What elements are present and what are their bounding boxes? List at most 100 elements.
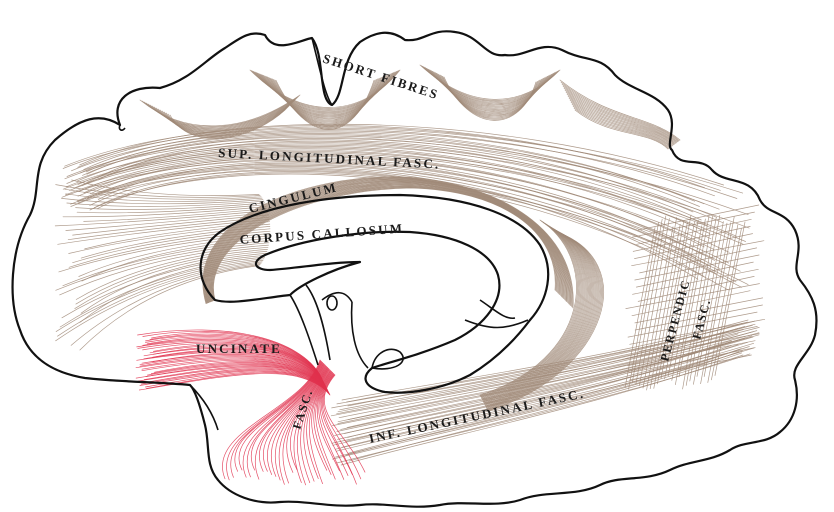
- posterior-fibre: [480, 221, 582, 398]
- perpendicular-fibre: [624, 227, 656, 389]
- frontal-fibre: [54, 210, 268, 227]
- frontal-fibre: [75, 202, 266, 210]
- uncinate-fibre: [266, 364, 326, 475]
- uncinate-fibre: [311, 370, 332, 471]
- frontal-fibre: [76, 204, 266, 214]
- fornix-line: [321, 291, 353, 303]
- perpendicular-fibre: [636, 218, 752, 245]
- sup-longitudinal-fibre: [89, 173, 729, 291]
- inf-longitudinal-fibre: [337, 326, 746, 413]
- uncinate-fibre: [303, 369, 330, 482]
- frontal-fibre: [55, 260, 264, 332]
- frontal-fibre: [75, 249, 268, 305]
- uncinate-fibre: [319, 372, 349, 476]
- uncinate-fibre: [317, 371, 340, 472]
- uncinate-fibre: [274, 365, 327, 481]
- sup-longitudinal-fibre: [77, 158, 696, 259]
- inf-longitudinal-fibre: [337, 340, 732, 440]
- inf-longitudinal-fibre: [331, 342, 755, 444]
- inf-longitudinal-fibre: [341, 345, 732, 448]
- perpendicular-fibre: [639, 218, 670, 386]
- sup-longitudinal-fibre: [61, 159, 716, 261]
- frontal-fibre: [61, 254, 266, 319]
- cingulum-fibre: [207, 181, 566, 303]
- uncinate-fibre: [242, 361, 323, 478]
- inf-longitudinal-fibre: [331, 323, 756, 409]
- frontal-fibre: [55, 262, 262, 342]
- frontal-fibre: [65, 193, 263, 202]
- perpendicular-fibre: [632, 226, 751, 252]
- short-fibre: [562, 85, 678, 143]
- perpendicular-fibre: [637, 204, 760, 231]
- uncinate-fibre: [254, 363, 324, 480]
- short-fibre: [563, 87, 678, 143]
- sup-longitudinal-fibre: [83, 154, 715, 250]
- perpendicular-fibre: [714, 221, 746, 376]
- temporal-fold: [189, 384, 219, 431]
- frontal-fibre: [83, 208, 268, 222]
- sup-longitudinal-fibre: [66, 144, 750, 229]
- sup-longitudinal-fibre: [73, 149, 712, 240]
- perpendicular-fibre: [657, 221, 688, 385]
- inf-longitudinal-fibre: [330, 328, 739, 417]
- uncinate-fibre: [286, 366, 328, 473]
- sup-longitudinal-fibre: [81, 147, 711, 234]
- sup-longitudinal-fibre: [65, 157, 704, 256]
- corpus-callosum-outline: [199, 193, 550, 394]
- inf-longitudinal-fibre: [348, 348, 742, 454]
- posterior-fibre: [486, 229, 600, 409]
- perpendicular-fibre: [634, 304, 763, 331]
- posterior-fibre: [481, 222, 584, 400]
- sulcus-line: [311, 37, 333, 106]
- short-fibre: [573, 107, 670, 149]
- short-fibre: [560, 81, 680, 141]
- uncinate-fibre: [297, 368, 329, 486]
- association-fibres: [54, 64, 766, 466]
- posterior-fibre: [481, 223, 585, 400]
- uncinate-fibre: [306, 369, 331, 479]
- sup-longitudinal-fibre: [89, 168, 699, 280]
- sup-longitudinal-fibre: [70, 169, 737, 283]
- posterior-fibre: [485, 227, 596, 407]
- sup-longitudinal-fibre: [93, 171, 749, 285]
- frontal-fibre: [62, 240, 270, 287]
- perpendicular-fibre: [631, 290, 751, 317]
- sup-longitudinal-fibre: [82, 135, 720, 210]
- short-fibre: [574, 109, 669, 150]
- uncinate-fibre: [230, 360, 322, 478]
- cingulum-fibre: [208, 182, 565, 303]
- cingulum-fibre: [210, 185, 560, 302]
- frontal-fibre: [74, 251, 268, 309]
- cingulum-fibre: [211, 186, 558, 301]
- perpendicular-fibre: [639, 247, 758, 274]
- uncinate-fibre: [315, 371, 336, 480]
- perpendicular-fibre: [637, 276, 755, 302]
- cingulum-fibre: [209, 183, 562, 302]
- sup-longitudinal-fibre: [77, 145, 705, 232]
- inf-longitudinal-fibre: [336, 347, 756, 452]
- frontal-fibre: [75, 246, 269, 300]
- cingulum-fibre: [211, 185, 559, 301]
- uncinate-fibre: [323, 374, 362, 480]
- perpendicular-fibre: [642, 226, 674, 389]
- inf-longitudinal-fibre: [338, 329, 744, 419]
- label-uncinate: UNCINATE: [196, 341, 282, 356]
- short-fibre: [443, 76, 537, 121]
- uncinate-fibre: [323, 374, 366, 473]
- perpendicular-fibre: [660, 214, 692, 380]
- uncinate-fibre: [320, 373, 353, 475]
- cingulum-fibre: [207, 182, 565, 303]
- posterior-fibre: [487, 230, 602, 411]
- perpendicular-fibre: [635, 261, 754, 288]
- sup-longitudinal-fibre: [77, 164, 741, 272]
- frontal-fibre: [55, 184, 261, 198]
- perpendicular-fibre: [700, 222, 731, 385]
- posterior-fibre: [485, 228, 597, 407]
- perpendicular-fibre: [627, 311, 758, 338]
- short-fibre: [559, 79, 681, 141]
- frontal-fibre: [61, 198, 264, 205]
- short-fibre: [571, 103, 671, 148]
- sup-longitudinal-fibre: [77, 163, 721, 269]
- short-fibre: [567, 95, 674, 146]
- frontal-fibre: [71, 179, 260, 196]
